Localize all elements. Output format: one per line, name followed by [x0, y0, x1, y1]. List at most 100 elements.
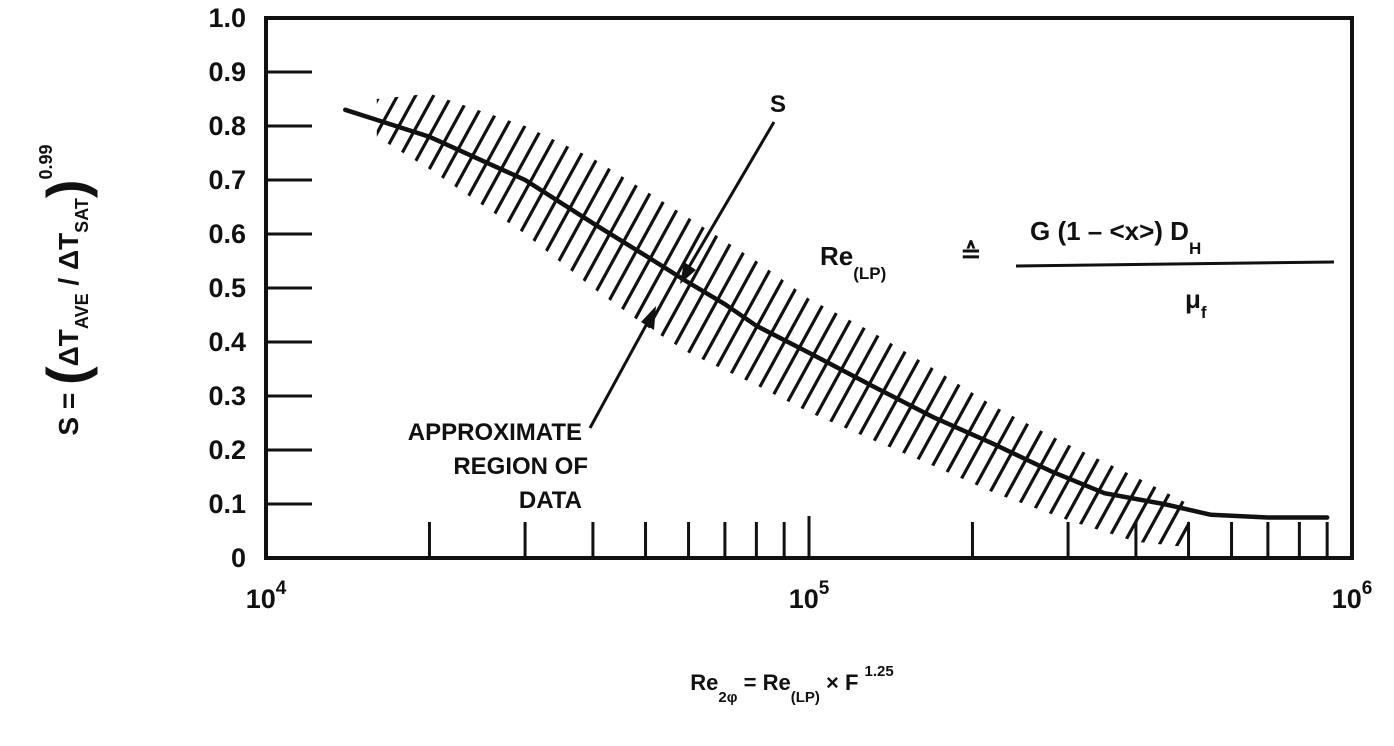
hatch-stroke — [376, 93, 560, 548]
x-axis-ticks: 104 105 106 — [246, 516, 1373, 614]
hatch-stroke — [1208, 0, 1394, 620]
hatch-stroke — [20, 0, 360, 620]
hatch-stroke — [522, 93, 866, 548]
hatch-stroke — [774, 93, 1118, 548]
hatch-stroke — [376, 93, 506, 548]
hatch-stroke — [396, 93, 740, 548]
region-label-arrowhead — [641, 306, 656, 330]
hatch-stroke — [738, 93, 1082, 548]
y-tick-label: 0.6 — [208, 219, 246, 249]
hatch-stroke — [376, 93, 650, 548]
hatch-stroke — [0, 0, 234, 620]
hatch-stroke — [376, 93, 542, 548]
y-tick-label: 0.2 — [208, 435, 246, 465]
y-tick-label: 0.3 — [208, 381, 246, 411]
hatch-stroke — [2, 0, 342, 620]
region-label-arrow — [588, 317, 652, 429]
series-layer — [343, 107, 1330, 520]
y-axis-label: S = (ΔTAVE / ΔTSAT)0.99 — [35, 144, 98, 435]
hatch-stroke — [376, 93, 470, 548]
hatch-stroke — [630, 93, 974, 548]
hatch-stroke — [376, 93, 668, 548]
formula-denominator: μf — [1185, 284, 1207, 322]
hatch-stroke — [0, 0, 18, 620]
y-tick-label: 0.1 — [208, 489, 246, 519]
formula-numerator: G (1 – <x>) DH — [1030, 216, 1201, 258]
hatch-stroke — [1062, 93, 1189, 548]
hatch-stroke — [990, 93, 1189, 548]
hatch-stroke — [376, 93, 416, 548]
hatch-stroke — [376, 93, 614, 548]
hatch-stroke — [1280, 0, 1394, 620]
hatch-stroke — [0, 0, 198, 620]
hatch-stroke — [1116, 93, 1189, 548]
y-tick-label: 0.8 — [208, 111, 246, 141]
y-tick-label: 0.9 — [208, 57, 246, 87]
region-label-line-2: REGION OF — [453, 453, 588, 480]
hatch-stroke — [1044, 93, 1189, 548]
hatch-stroke — [0, 0, 72, 620]
curve-label-arrow — [684, 121, 776, 273]
hatch-stroke — [0, 0, 270, 620]
hatch-stroke — [936, 93, 1189, 548]
hatch-stroke — [376, 93, 596, 548]
region-label-line-1: APPROXIMATE — [408, 419, 582, 446]
y-tick-label: 0.5 — [208, 273, 246, 303]
hatch-stroke — [468, 93, 812, 548]
hatch-stroke — [1026, 93, 1189, 548]
hatch-stroke — [666, 93, 1010, 548]
hatch-stroke — [1134, 93, 1189, 548]
formula-lhs: Re(LP) — [820, 241, 886, 283]
hatch-stroke — [504, 93, 848, 548]
hatch-stroke — [792, 93, 1136, 548]
y-tick-label: 0.4 — [208, 327, 246, 357]
hatch-stroke — [376, 93, 686, 548]
hatch-stroke — [0, 0, 216, 620]
hatch-stroke — [450, 93, 794, 548]
hatch-stroke — [1080, 93, 1189, 548]
y-tick-label: 0 — [231, 543, 246, 573]
hatch-stroke — [972, 93, 1189, 548]
y-axis-ticks: 0 0.1 0.2 0.3 0.4 0.5 0.6 0.7 0.8 0.9 1.0 — [208, 3, 312, 573]
hatch-stroke — [376, 93, 488, 548]
hatch-stroke — [1352, 0, 1394, 620]
hatch-stroke — [0, 0, 36, 620]
series-line-s — [343, 107, 1330, 520]
hatch-stroke — [0, 0, 54, 620]
hatch-stroke — [954, 93, 1189, 548]
hatch-stroke — [376, 93, 434, 548]
hatch-stroke — [576, 93, 920, 548]
hatch-stroke — [810, 93, 1154, 548]
y-tick-label: 0.7 — [208, 165, 246, 195]
hatch-stroke — [0, 0, 252, 620]
hatch-stroke — [432, 93, 776, 548]
hatch-stroke — [1370, 0, 1394, 620]
region-label-line-3: DATA — [519, 487, 582, 514]
hatch-stroke — [414, 93, 758, 548]
hatch-stroke — [0, 0, 306, 620]
svg-text:S = (ΔTAVE / ΔTSAT)0.99: S = (ΔTAVE / ΔTSAT)0.99 — [35, 144, 98, 435]
hatch-stroke — [376, 93, 704, 548]
hatch-stroke — [0, 0, 324, 620]
hatch-stroke — [376, 93, 398, 548]
curve-label-arrowhead — [680, 262, 696, 284]
x-axis-label: Re2φ = Re(LP) × F 1.25 — [690, 663, 893, 706]
hatch-stroke — [828, 93, 1172, 548]
y-tick-label: 1.0 — [208, 3, 246, 33]
hatch-stroke — [1298, 0, 1394, 620]
x-tick-label: 105 — [789, 578, 830, 614]
formula-operator: ≙ — [960, 238, 982, 268]
hatch-stroke — [882, 93, 1189, 548]
hatch-stroke — [376, 93, 452, 548]
hatch-stroke — [376, 93, 524, 548]
hatch-stroke — [1388, 0, 1394, 620]
hatch-stroke — [1334, 0, 1394, 620]
hatch-stroke — [0, 0, 288, 620]
hatch-stroke — [376, 93, 632, 548]
hatch-stroke — [378, 93, 722, 548]
x-tick-label: 106 — [1332, 578, 1373, 614]
x-tick-label: 104 — [246, 578, 287, 614]
curve-label-s: S — [770, 91, 786, 118]
hatch-stroke — [1190, 0, 1394, 620]
